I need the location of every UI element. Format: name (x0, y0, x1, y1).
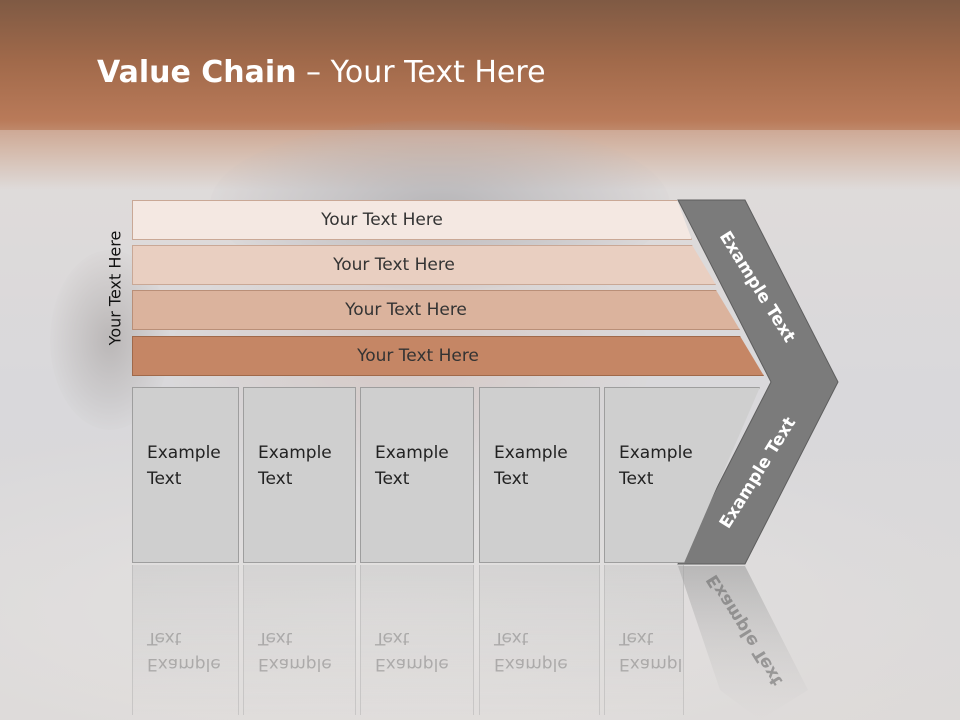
reflection-1-line2: Text (147, 628, 182, 648)
support-bar-2: Your Text Here (132, 245, 716, 285)
activity-box-4-line2: Text (494, 469, 529, 489)
activity-box-1-reflection: Example Text (132, 565, 239, 715)
activity-box-3-line1: Example (375, 443, 449, 463)
activity-box-4-line1: Example (494, 443, 568, 463)
support-bar-2-label: Your Text Here (333, 255, 455, 275)
slide-title: Value Chain – Your Text Here (97, 55, 546, 90)
reflection-5-line2: Text (619, 628, 654, 648)
activity-box-3-line2: Text (375, 469, 410, 489)
support-bar-4: Your Text Here (132, 336, 764, 376)
activity-box-2-line1: Example (258, 443, 332, 463)
activity-box-5-line2: Text (619, 469, 654, 489)
reflection-2-line1: Example (258, 654, 332, 674)
side-label: Your Text Here (105, 230, 125, 346)
activity-box-3-reflection: Example Text (360, 565, 474, 715)
reflection-3-line1: Example (375, 654, 449, 674)
activity-box-1-line2: Text (147, 469, 182, 489)
reflection-1-line1: Example (147, 654, 221, 674)
title-bold: Value Chain (97, 55, 297, 90)
activity-box-2-line2: Text (258, 469, 293, 489)
reflection-2-line2: Text (258, 628, 293, 648)
support-bar-1-label: Your Text Here (321, 210, 443, 230)
activity-box-5-reflection: Example Text (604, 565, 684, 715)
reflection-5-line1: Example (619, 654, 683, 674)
activity-box-4-reflection: Example Text (479, 565, 600, 715)
reflection-4-line1: Example (494, 654, 568, 674)
support-bar-1: Your Text Here (132, 200, 692, 240)
support-bar-3-label: Your Text Here (345, 300, 467, 320)
activity-box-1-line1: Example (147, 443, 221, 463)
activity-box-5-line1: Example (619, 443, 693, 463)
support-bar-4-label: Your Text Here (357, 346, 479, 366)
reflection-3-line2: Text (375, 628, 410, 648)
reflection-4-line2: Text (494, 628, 529, 648)
title-rest: – Your Text Here (296, 55, 546, 90)
activity-box-2-reflection: Example Text (243, 565, 356, 715)
support-bar-3: Your Text Here (132, 290, 740, 330)
